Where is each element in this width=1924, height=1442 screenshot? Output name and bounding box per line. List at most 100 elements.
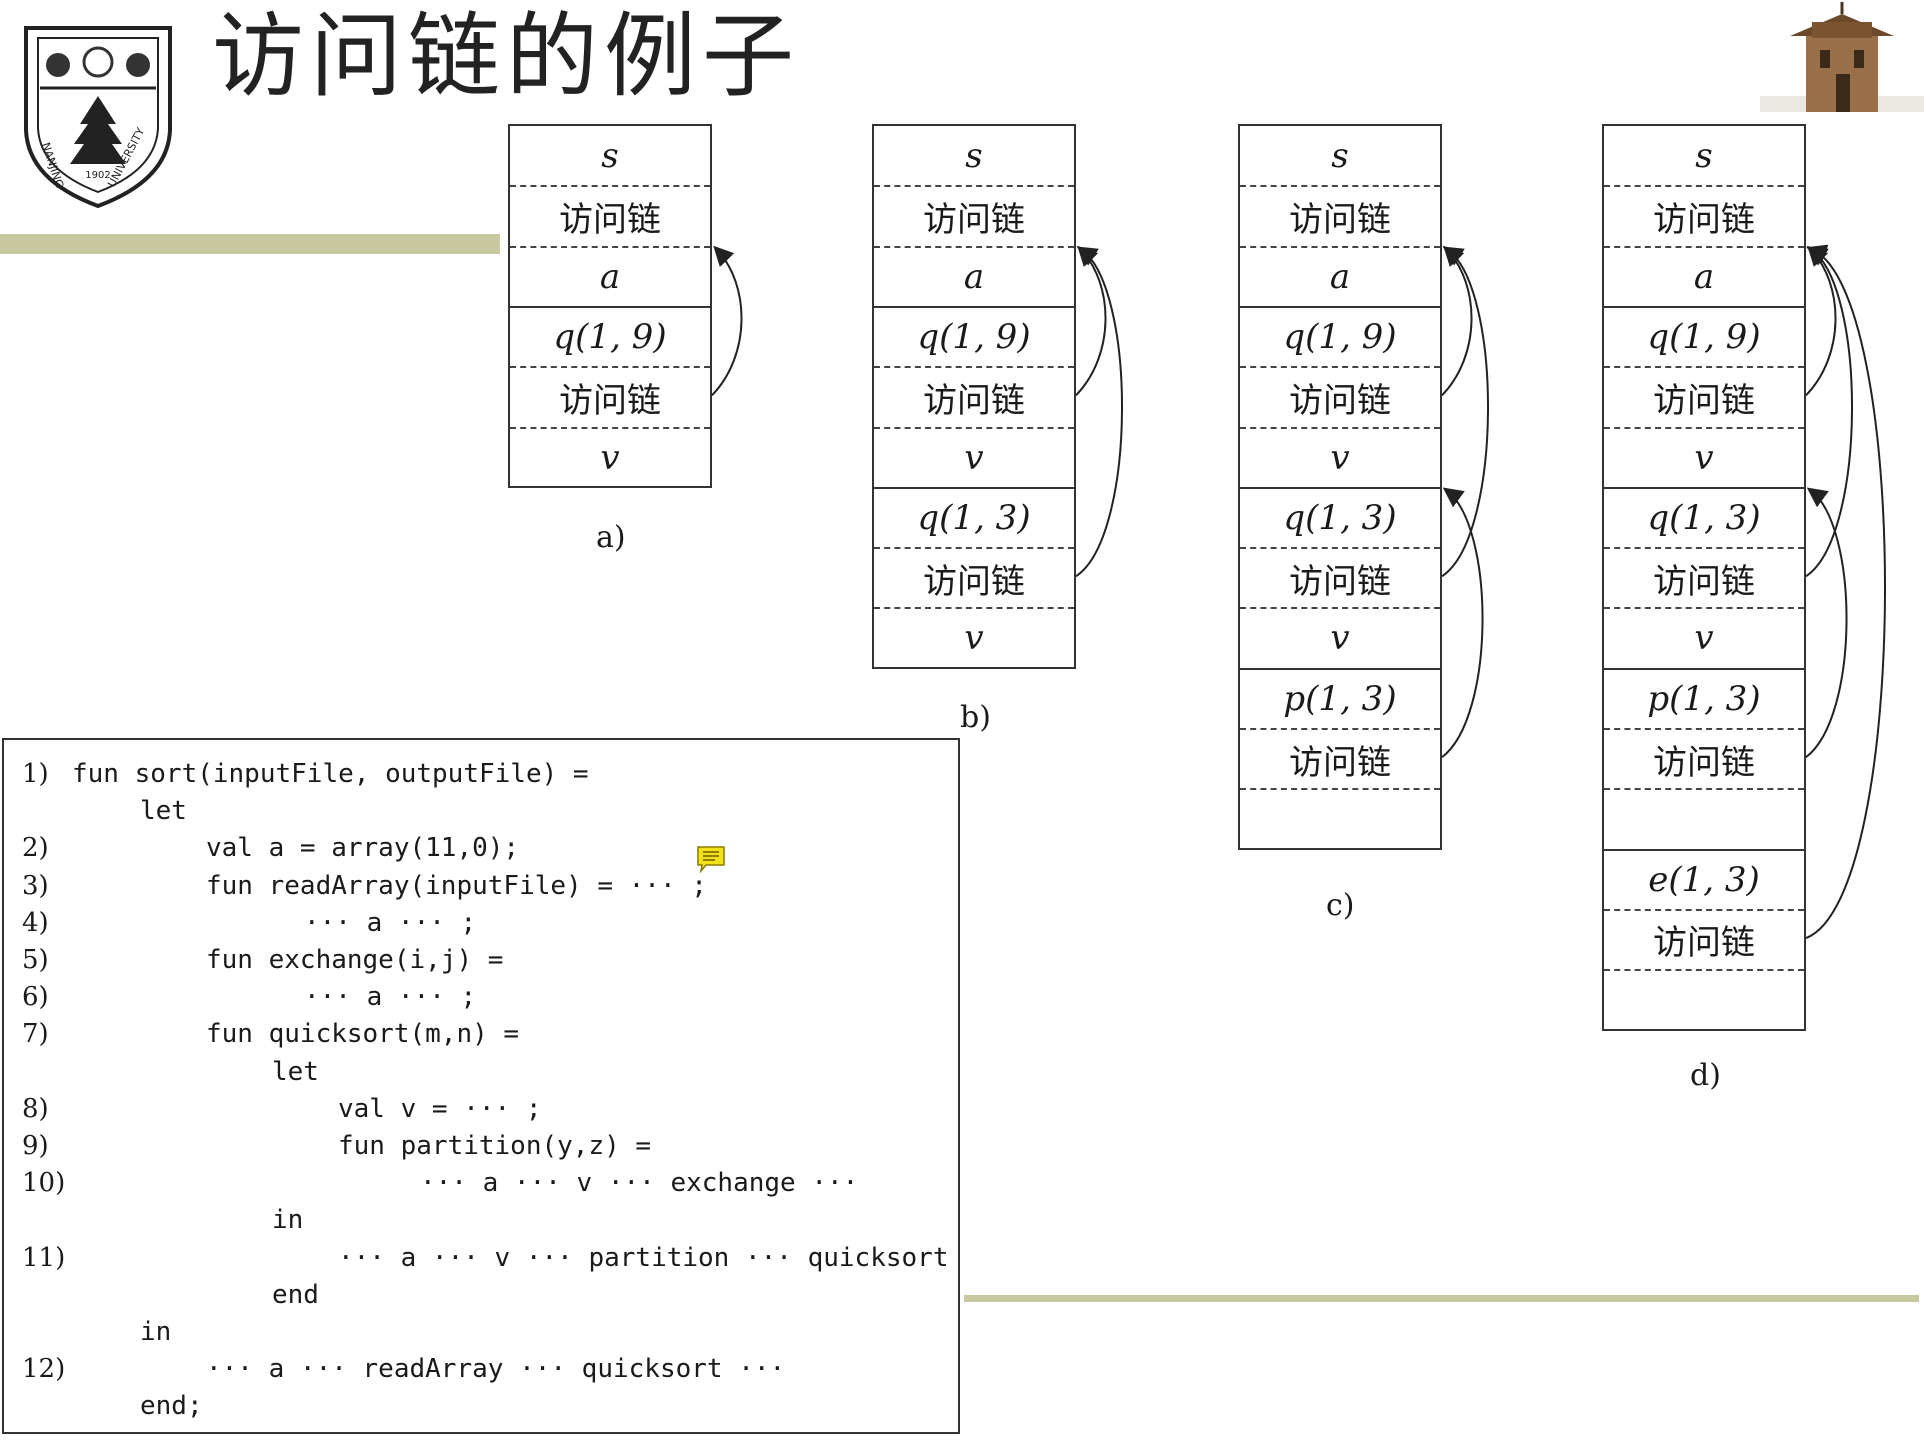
field-divider [510, 426, 710, 429]
code-line: fun readArray(inputFile) = ··· ; [206, 870, 707, 901]
stack-caption: b) [960, 700, 991, 735]
stack-cell: 访问链 [923, 380, 1025, 421]
code-line: val a = array(11,0); [206, 833, 520, 864]
access-link-arrow [1441, 487, 1484, 758]
field-divider [1604, 607, 1804, 610]
access-link-arrow [1805, 487, 1848, 758]
comment-note-icon[interactable] [696, 845, 726, 873]
university-logo: 1902 NANJING UNIVERSITY [24, 26, 172, 209]
stack-cell: q(1, 3) [917, 497, 1031, 538]
stack-cell: p(1, 3) [1647, 678, 1761, 719]
field-divider [1604, 908, 1804, 911]
code-line-number: 8) [22, 1093, 49, 1124]
accent-bar-left [0, 234, 500, 254]
stack-cell: q(1, 3) [1283, 497, 1397, 538]
code-line: let [140, 796, 187, 827]
stack-cell: 访问链 [1289, 561, 1391, 602]
stack-cell: v [964, 618, 984, 659]
code-line: fun exchange(i,j) = [206, 945, 504, 975]
record-divider [1604, 486, 1804, 489]
stack-cell: s [1331, 136, 1349, 176]
stack-cell: 访问链 [923, 199, 1025, 240]
field-divider [1604, 366, 1804, 369]
code-line-number: 11) [22, 1242, 66, 1273]
code-line: val v = ··· ; [338, 1093, 542, 1124]
stack-cell: s [965, 136, 983, 176]
code-line: fun quicksort(m,n) = [206, 1019, 520, 1050]
access-link-arrow [1441, 246, 1490, 578]
code-line-number: 9) [22, 1131, 49, 1161]
field-divider [1604, 426, 1804, 429]
tower-image [1760, 0, 1924, 112]
code-line: ··· a ··· ; [304, 982, 477, 1013]
field-divider [874, 185, 1074, 188]
record-divider [874, 486, 1074, 489]
field-divider [1240, 245, 1440, 248]
record-divider [874, 305, 1074, 308]
record-divider [1240, 486, 1440, 489]
stack-cell: a [1329, 256, 1351, 297]
record-divider [1240, 305, 1440, 308]
stack-cell: 访问链 [1289, 380, 1391, 421]
stack-cell: v [1694, 618, 1714, 659]
stack-cell: 访问链 [1289, 199, 1391, 240]
stack-cell: q(1, 9) [553, 316, 667, 357]
code-line-number: 1) [22, 759, 49, 789]
field-divider [874, 366, 1074, 369]
field-divider [1604, 185, 1804, 188]
access-link-arrow [1805, 245, 1837, 397]
stack-cell: 访问链 [559, 380, 661, 421]
field-divider [874, 426, 1074, 429]
field-divider [1604, 788, 1804, 791]
code-line: in [272, 1205, 304, 1236]
page-title: 访问链的例子 [212, 3, 801, 110]
stack-cell: v [1330, 437, 1350, 478]
stack-cell: 访问链 [1653, 923, 1755, 964]
record-divider [1604, 667, 1804, 670]
access-link-arrow [1805, 246, 1854, 578]
code-line: fun partition(y,z) = [338, 1131, 652, 1161]
access-link-arrow [711, 245, 743, 397]
code-line-number: 7) [22, 1019, 49, 1050]
field-divider [1240, 728, 1440, 730]
code-line-number: 5) [22, 945, 49, 975]
code-line: ··· a ··· readArray ··· quicksort ··· [206, 1354, 786, 1385]
logo-year: 1902 [85, 170, 110, 181]
field-divider [1240, 185, 1440, 188]
stack-cell: v [600, 437, 620, 478]
stack-cell: e(1, 3) [1648, 859, 1760, 900]
code-line: end; [140, 1391, 203, 1422]
record-divider [1240, 667, 1440, 670]
field-divider [1604, 728, 1804, 730]
stack-cell: v [1330, 618, 1350, 659]
access-link-arrow [1075, 245, 1107, 397]
stack-cell: p(1, 3) [1283, 678, 1397, 719]
code-line: fun sort(inputFile, outputFile) = [72, 759, 589, 789]
field-divider [1240, 426, 1440, 429]
field-divider [510, 366, 710, 369]
accent-bar-right [964, 1295, 1919, 1302]
field-divider [874, 607, 1074, 610]
stack-cell: 访问链 [559, 199, 661, 240]
code-line: ··· a ··· ; [304, 907, 477, 938]
stack-caption: a) [596, 520, 626, 555]
stack-caption: d) [1690, 1058, 1721, 1093]
stack-cell: s [1695, 136, 1713, 176]
field-divider [1240, 547, 1440, 550]
stack-cell: v [1694, 437, 1714, 478]
code-line-number: 4) [22, 907, 49, 938]
code-line: end [272, 1279, 319, 1310]
stack-cell: v [964, 437, 984, 478]
access-link-arrow [1441, 245, 1473, 397]
code-line-number: 3) [22, 870, 49, 901]
code-line: let [272, 1056, 319, 1087]
stack-cell: 访问链 [1289, 742, 1391, 783]
field-divider [874, 245, 1074, 248]
field-divider [1240, 366, 1440, 369]
record-divider [510, 305, 710, 308]
